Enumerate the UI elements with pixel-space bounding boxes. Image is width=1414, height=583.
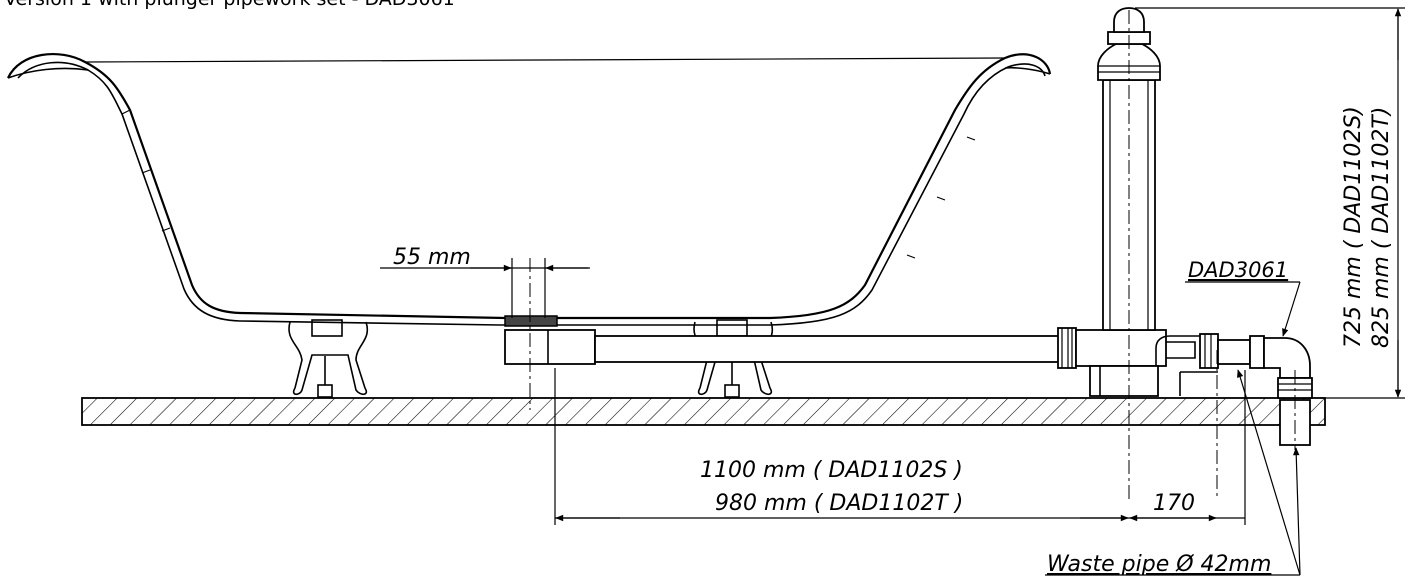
bath-foot-left <box>288 319 369 398</box>
label-offset: 170 <box>1153 491 1195 516</box>
drawing-caption: Version 1 with plunger pipework set - DA… <box>4 0 455 10</box>
label-length-t: 980 mm ( DAD1102T ) <box>715 491 963 516</box>
standpipe <box>1075 7 1167 397</box>
overflow-pipe <box>594 327 1077 369</box>
dimension-55mm <box>380 258 590 318</box>
leader-dad3061 <box>1185 281 1301 337</box>
label-pipework-code: DAD3061 <box>1188 258 1288 282</box>
label-height-t: 825 mm ( DAD1102T) <box>1369 107 1394 348</box>
pipework-trap <box>1155 333 1313 450</box>
label-length-s: 1100 mm ( DAD1102S ) <box>700 458 963 483</box>
label-drain-width: 55 mm <box>393 245 471 270</box>
leader-waste-pipe <box>1045 369 1301 576</box>
drain-assembly <box>504 315 596 365</box>
dimension-length <box>554 368 1246 525</box>
floor-slab <box>81 397 1326 426</box>
dimension-height <box>1135 7 1405 399</box>
label-height-s: 725 mm ( DAD1102S) <box>1341 106 1366 348</box>
bathtub <box>7 52 1052 326</box>
label-waste-pipe: Waste pipe Ø 42mm <box>1047 552 1271 577</box>
